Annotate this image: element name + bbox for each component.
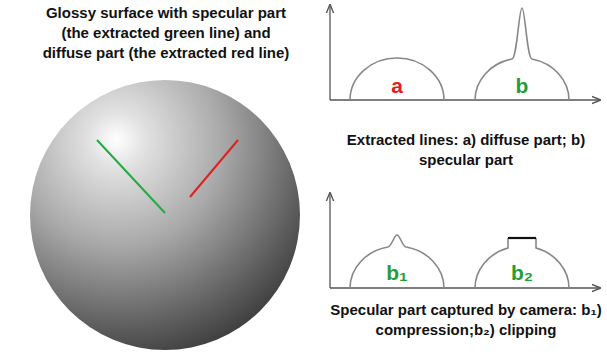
curve-letter: b xyxy=(502,74,542,98)
plot-caption: Specular part captured by camera: b₁) co… xyxy=(330,300,602,340)
diffuse-profile xyxy=(350,58,444,100)
x-axis xyxy=(330,99,600,100)
specular-line xyxy=(97,140,165,213)
glossy-sphere xyxy=(30,80,300,350)
clipped-profile xyxy=(475,238,569,288)
plot-caption: Extracted lines: a) diffuse part; b) spe… xyxy=(330,130,602,170)
diffuse-line xyxy=(190,140,238,197)
compressed-profile xyxy=(350,235,444,288)
clipping-plateau xyxy=(508,237,536,239)
x-axis xyxy=(330,287,600,288)
y-axis xyxy=(329,5,330,100)
curve-letter: a xyxy=(377,74,417,98)
specular-profile xyxy=(475,8,569,100)
y-axis xyxy=(329,193,330,288)
curve-letter: b₂ xyxy=(497,261,547,285)
curve-letter: b₁ xyxy=(372,261,422,285)
heading: Glossy surface with specular part (the e… xyxy=(5,3,327,63)
